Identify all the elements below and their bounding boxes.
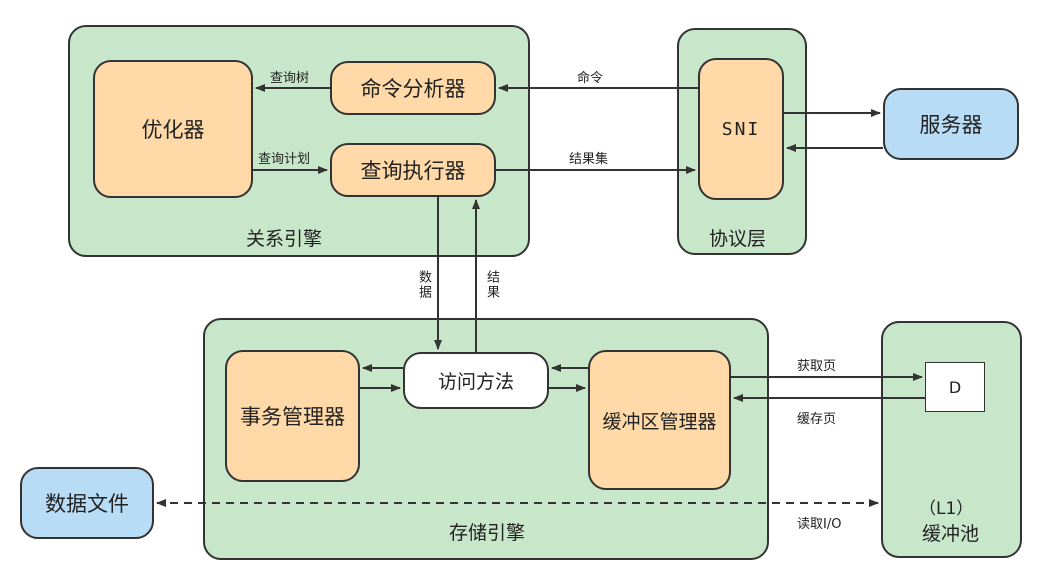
server: 服务器 [883, 88, 1019, 160]
data-files-label: 数据文件 [45, 492, 129, 516]
get-page-label: 获取页 [797, 359, 837, 374]
transaction-manager: 事务管理器 [225, 350, 360, 482]
read-io-label: 读取I/O [797, 517, 842, 532]
sni: SNI [698, 58, 784, 200]
transaction-manager-label: 事务管理器 [240, 405, 345, 429]
optimizer: 优化器 [93, 60, 253, 198]
buffer-manager-label: 缓冲区管理器 [602, 410, 717, 433]
command-label: 命令 [577, 71, 604, 86]
cache-page-label: 缓存页 [797, 412, 837, 427]
query-tree-label: 查询树 [270, 71, 310, 86]
access-methods-label: 访问方法 [437, 371, 514, 393]
access-methods: 访问方法 [403, 352, 549, 409]
optimizer-label: 优化器 [141, 118, 205, 142]
data-page-label: D [948, 377, 962, 397]
result-set-label: 结果集 [569, 152, 609, 167]
server-label: 服务器 [919, 113, 983, 137]
sni-label: SNI [721, 118, 761, 140]
query-executor-label: 查询执行器 [360, 159, 466, 183]
command-parser: 命令分析器 [330, 61, 496, 115]
data-files: 数据文件 [20, 467, 154, 539]
query-executor: 查询执行器 [330, 143, 496, 197]
buffer-pool-title: 缓冲池 [922, 523, 980, 545]
storage-engine-title: 存储引擎 [449, 522, 526, 544]
protocol-layer-title: 协议层 [709, 228, 767, 250]
data-page: D [925, 362, 985, 412]
buffer-pool-level: （L1） [919, 499, 974, 519]
result-label: 结果 [484, 270, 499, 300]
command-parser-label: 命令分析器 [360, 77, 466, 101]
query-plan-label: 查询计划 [258, 152, 311, 167]
data-label: 数据 [416, 270, 431, 300]
relational-engine-title: 关系引擎 [246, 228, 323, 250]
buffer-manager: 缓冲区管理器 [588, 350, 731, 490]
buffer-pool-group [881, 321, 1022, 558]
